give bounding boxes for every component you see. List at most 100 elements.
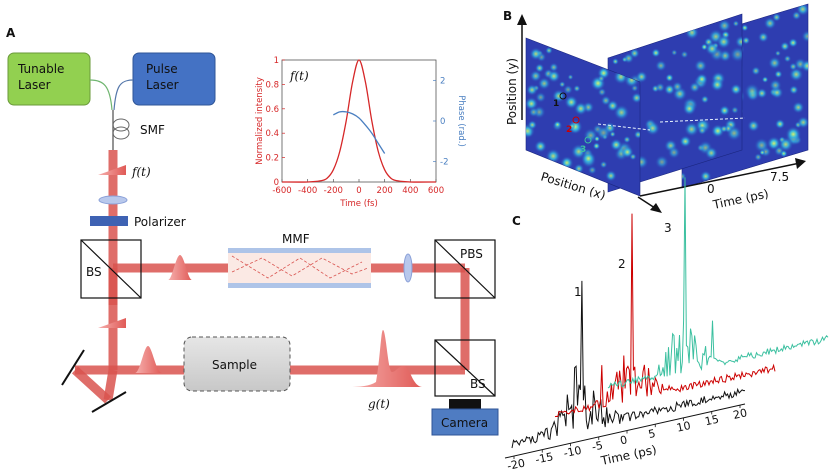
speckle-spot	[768, 56, 782, 70]
speckle-spot	[700, 95, 710, 104]
speckle-spot	[671, 49, 678, 56]
speckle-spot	[780, 41, 790, 52]
b-tick-0: 0	[707, 182, 715, 196]
speckle-frame	[525, 37, 641, 197]
speckle-spot	[597, 74, 606, 83]
c-xtick-label: 5	[647, 427, 657, 441]
speckle-spot	[595, 125, 612, 141]
speckle-spot	[720, 124, 728, 133]
speckle-spot	[731, 106, 739, 114]
c-x-axis	[504, 403, 746, 459]
c-xtick-label: 20	[732, 406, 748, 422]
speckle-spot	[558, 81, 566, 88]
b-x-arrow	[650, 203, 662, 213]
polarizer-label: Polarizer	[134, 215, 186, 229]
panel-label-b: B	[503, 9, 512, 23]
b-guide-line	[659, 117, 746, 123]
speckle-spot	[573, 163, 585, 174]
b-ylabel: Position (y)	[505, 58, 519, 125]
trace-label-1: 1	[574, 285, 582, 299]
speckle-spot	[684, 121, 700, 137]
speckle-spot	[741, 24, 749, 32]
inset-xtick-label: 0	[356, 186, 361, 196]
speckle-spot	[651, 48, 661, 58]
pulse-shape	[98, 318, 126, 328]
beamsplitter-top: BS	[80, 239, 142, 299]
inset-ytick-right-label: 2	[440, 76, 445, 86]
speckle-spot	[534, 63, 545, 73]
inset-ytick-left-label: 0.4	[265, 129, 279, 139]
speckle-spot	[526, 84, 538, 96]
lens-top	[98, 195, 128, 205]
speckle-spot	[535, 91, 547, 103]
speckle-spot	[774, 70, 783, 79]
speckle-spot	[605, 169, 617, 182]
speckle-spot	[789, 62, 798, 71]
inset-xtick-label: 600	[428, 186, 444, 196]
pulse-shape	[168, 255, 192, 280]
speckle-spot	[623, 52, 635, 64]
speckle-spot	[635, 70, 648, 83]
speckle-spot	[560, 156, 574, 170]
speckle-spot	[732, 20, 740, 27]
speckle-spot	[580, 150, 597, 167]
b-time-axis	[639, 162, 801, 197]
inset-ytick-right-label: 0	[440, 117, 445, 127]
speckle-spot	[613, 104, 630, 121]
bs-top-label: BS	[86, 265, 102, 279]
g-t-label: g(t)	[368, 397, 390, 411]
bs-bottom-label: BS	[470, 377, 486, 391]
inset-ytick-left-label: 1	[274, 56, 279, 66]
speckle-spot	[694, 59, 708, 73]
speckle-frame	[607, 13, 743, 193]
speckle-spot	[689, 81, 701, 94]
c-xtick-label: -15	[534, 450, 554, 466]
b-tlabel: Time (ps)	[711, 187, 770, 213]
fiber-from-tunable	[89, 79, 113, 111]
inset-xtick-label: 400	[402, 186, 418, 196]
speckle-spot	[754, 153, 763, 162]
speckle-spot	[563, 84, 573, 95]
speckle-spot	[623, 135, 631, 144]
marker-3-label: 3	[580, 145, 586, 155]
speckle-spot	[655, 82, 666, 93]
speckle-spot	[716, 34, 731, 49]
speckle-spot	[655, 59, 667, 72]
speckle-spot	[667, 146, 681, 159]
inset-xtick-label: -400	[298, 186, 317, 196]
marker-3	[584, 136, 592, 144]
inset-ylabel-right: Phase (rad.)	[456, 95, 466, 147]
speckle-spot	[747, 119, 760, 133]
speckle-spot	[792, 101, 805, 114]
c-xlabel: Time (ps)	[599, 443, 658, 469]
camera	[431, 408, 499, 436]
c-xtick-label: -20	[506, 456, 526, 472]
speckle-spot	[654, 155, 669, 169]
speckle-spot	[797, 116, 808, 129]
speckle-spot	[796, 4, 808, 16]
inset-ylabel-left: Normalized intensity	[255, 77, 265, 165]
speckle-spot	[774, 118, 786, 130]
speckle-spot	[600, 95, 612, 106]
b-time-arrow	[795, 158, 806, 169]
speckle-spot	[553, 120, 562, 129]
inset-title: f(t)	[289, 69, 309, 83]
pbs-label: PBS	[460, 247, 483, 261]
pulse-shape	[98, 165, 126, 175]
speckle-spot	[549, 62, 559, 73]
inset-xlabel: Time (fs)	[339, 199, 378, 209]
marker-2	[572, 116, 580, 124]
b-guide-line	[597, 123, 651, 131]
speckle-spot	[717, 18, 732, 33]
c-xtick-label: -10	[562, 444, 582, 460]
pulse-shape-output	[348, 330, 422, 387]
c-xtick-label: 15	[704, 413, 720, 429]
speckle-stack	[525, 3, 809, 197]
panel-label-a: A	[6, 26, 16, 40]
speckle-spot	[680, 50, 689, 59]
inset-ytick-left-label: 0.2	[265, 154, 279, 164]
series-intensity-line	[281, 59, 437, 183]
